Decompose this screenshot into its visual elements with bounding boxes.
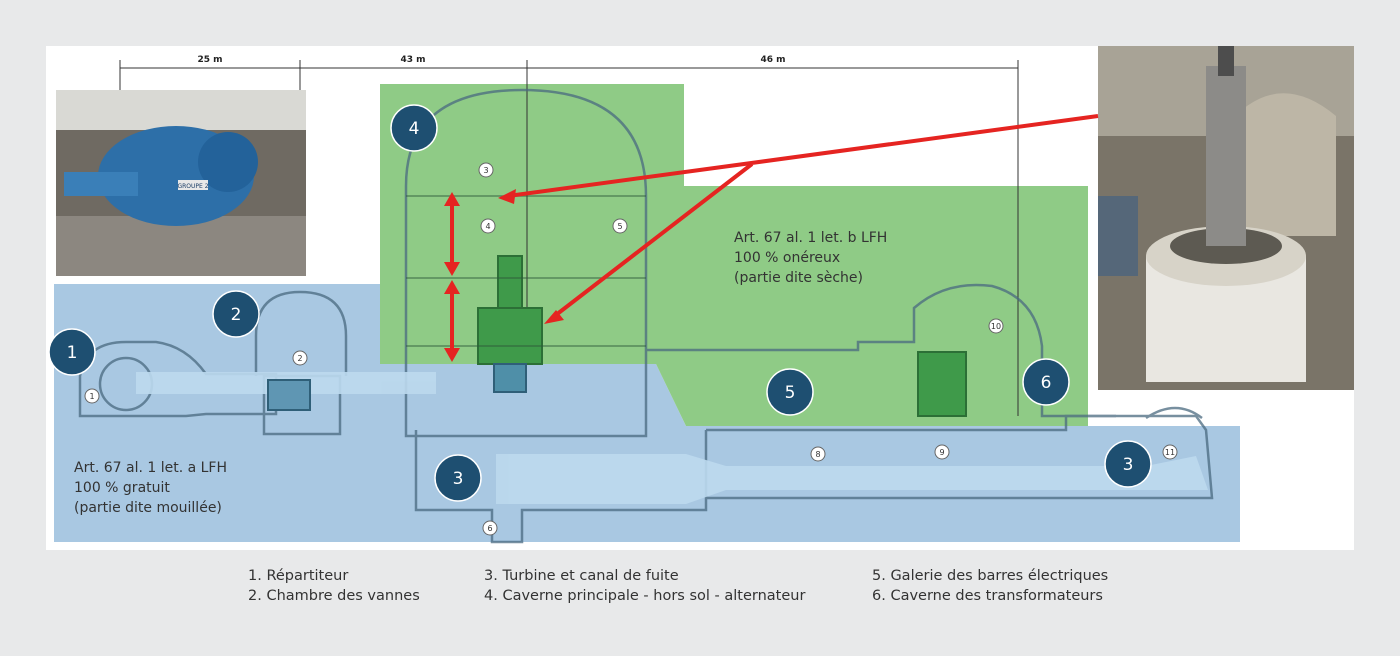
small-label-5: 5 xyxy=(617,222,622,231)
wet-zone-text: Art. 67 al. 1 let. a LFH 100 % gratuit (… xyxy=(74,460,227,516)
small-label-4: 4 xyxy=(485,222,490,231)
diagram-panel: 25 m 43 m 46 m 1 xyxy=(46,46,1354,550)
dimension-46m: 46 m xyxy=(760,55,785,65)
dry-zone-line3: (partie dite sèche) xyxy=(734,270,863,286)
legend-item-4: 4. Caverne principale - hors sol - alter… xyxy=(484,588,806,604)
marker-3: 3 xyxy=(453,469,464,489)
small-label-3: 3 xyxy=(483,166,488,175)
small-label-10: 10 xyxy=(991,322,1001,331)
small-label-8: 8 xyxy=(815,450,820,459)
legend-item-1: 1. Répartiteur xyxy=(248,568,349,584)
small-label-1: 1 xyxy=(89,392,94,401)
small-label-6: 6 xyxy=(487,524,492,533)
dimension-25m: 25 m xyxy=(197,55,222,65)
legend-item-3: 3. Turbine et canal de fuite xyxy=(484,568,679,584)
legend-item-6: 6. Caverne des transformateurs xyxy=(872,588,1103,604)
legend-item-5: 5. Galerie des barres électriques xyxy=(872,568,1109,584)
dry-zone-line1: Art. 67 al. 1 let. b LFH xyxy=(734,230,887,246)
marker-6: 6 xyxy=(1041,373,1052,393)
wet-zone-line1: Art. 67 al. 1 let. a LFH xyxy=(74,460,227,476)
legend-column-3: 5. Galerie des barres électriques 6. Cav… xyxy=(872,566,1108,606)
valve-photo: GROUPE 2 xyxy=(56,90,306,276)
markers: 1 2 3 4 5 6 3 xyxy=(48,104,1152,502)
small-label-9: 9 xyxy=(939,448,944,457)
small-label-2: 2 xyxy=(297,354,302,363)
marker-3b: 3 xyxy=(1123,455,1134,475)
wet-zone-line2: 100 % gratuit xyxy=(74,480,170,496)
powerplant-section-diagram: 25 m 43 m 46 m 1 xyxy=(48,46,1354,544)
wet-zone-line3: (partie dite mouillée) xyxy=(74,500,222,516)
dimension-43m: 43 m xyxy=(400,55,425,65)
generator-unit xyxy=(267,255,967,417)
red-arrows xyxy=(444,114,1099,362)
dry-zone-text: Art. 67 al. 1 let. b LFH 100 % onéreux (… xyxy=(734,230,887,286)
dry-zone-line2: 100 % onéreux xyxy=(734,250,840,266)
dry-zone xyxy=(380,84,1088,426)
legend-column-1: 1. Répartiteur 2. Chambre des vannes xyxy=(248,566,420,606)
legend-column-2: 3. Turbine et canal de fuite 4. Caverne … xyxy=(484,566,805,606)
valve-photo-label: GROUPE 2 xyxy=(177,183,208,190)
small-label-11: 11 xyxy=(1165,448,1175,457)
generator-photo xyxy=(1098,46,1354,390)
small-labels: 1 2 3 4 5 6 8 9 10 11 xyxy=(84,162,1178,536)
dimension-lines xyxy=(119,60,1019,416)
marker-2: 2 xyxy=(231,305,242,325)
marker-5: 5 xyxy=(785,383,796,403)
marker-4: 4 xyxy=(409,119,420,139)
legend-item-2: 2. Chambre des vannes xyxy=(248,588,420,604)
marker-1: 1 xyxy=(67,343,78,363)
